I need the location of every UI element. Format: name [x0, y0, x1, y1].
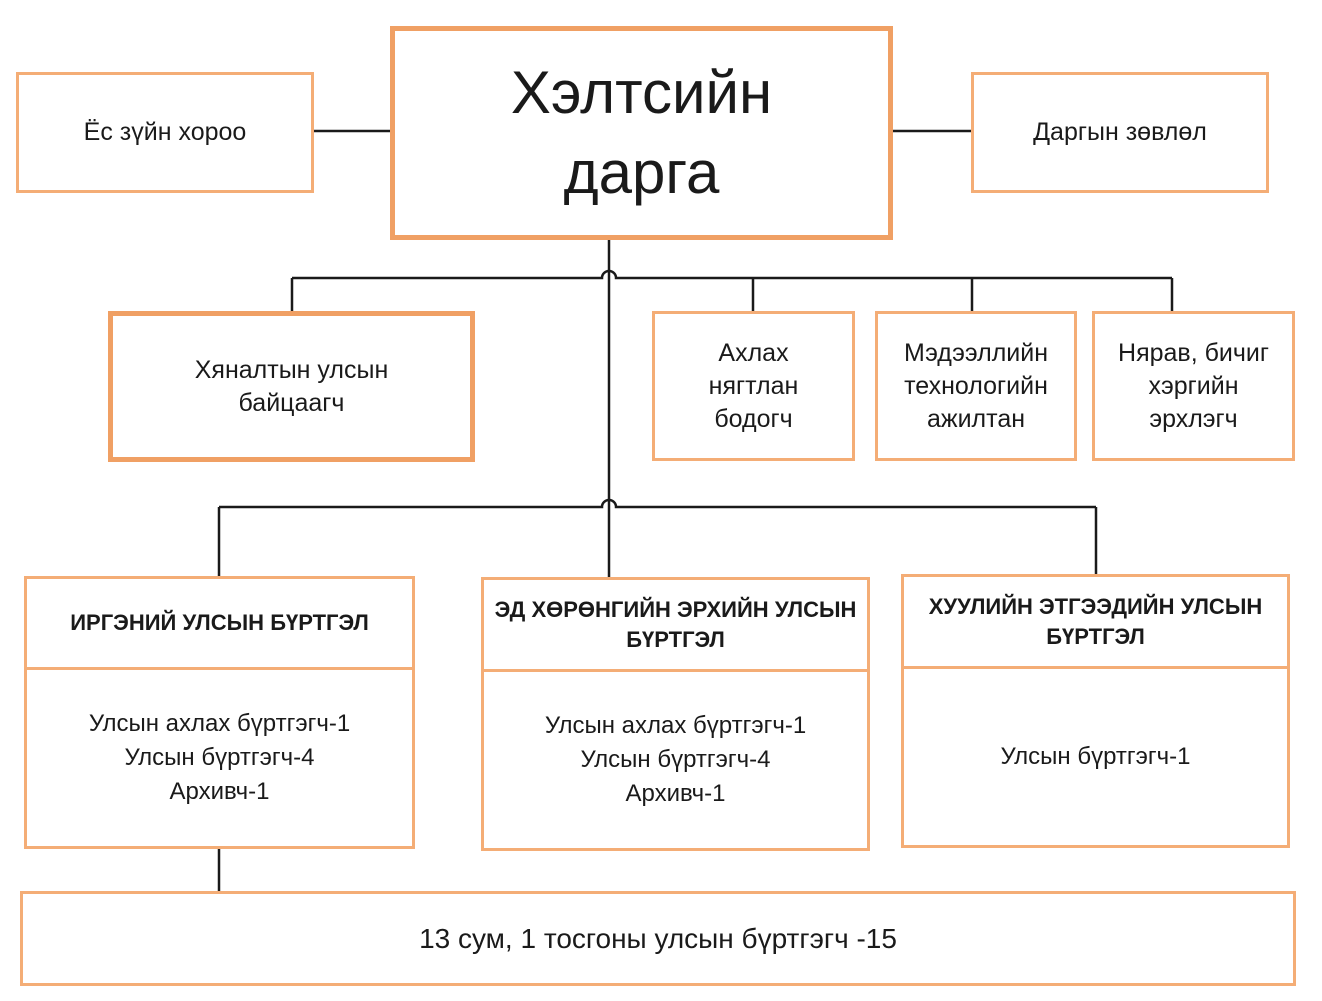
department-head-box: Хэлтсийн дарга: [390, 26, 893, 240]
property-registration-title1: ЭД ХӨРӨНГИЙН ЭРХИЙН: [494, 596, 769, 622]
connector-row2-bus: [219, 498, 1096, 509]
civil-staff-item: Улсын ахлах бүртгэгч-1: [88, 710, 351, 737]
it-staff-box: Мэдээллийн технологийн ажилтан: [875, 311, 1077, 461]
accountant-box: Ахлах нягтлан бодогч: [652, 311, 855, 461]
it-staff-line3: ажилтан: [926, 404, 1026, 433]
advisory-council-box: Даргын зөвлөл: [971, 72, 1269, 193]
legal-entity-registration-title2: УЛСЫН БҮРТГЭЛ: [1046, 593, 1263, 649]
legal-entity-registration-box: ХУУЛИЙН ЭТГЭЭДИЙН УЛСЫН БҮРТГЭЛ Улсын бү…: [901, 574, 1290, 848]
accountant-line3: бодогч: [714, 404, 793, 433]
legal-entity-staff-item: Улсын бүртгэгч-1: [1000, 743, 1191, 770]
property-registration-box: ЭД ХӨРӨНГИЙН ЭРХИЙН УЛСЫН БҮРТГЭЛ Улсын …: [481, 577, 870, 851]
legal-entity-registration-title1: ХУУЛИЙН ЭТГЭЭДИЙН: [928, 593, 1175, 619]
soum-registrars-label: 13 сум, 1 тосгоны улсын бүртгэгч -15: [419, 922, 897, 954]
advisory-council-label: Даргын зөвлөл: [1033, 118, 1207, 146]
connector-row1-bus: [292, 269, 1172, 280]
property-registration-header: ЭД ХӨРӨНГИЙН ЭРХИЙН УЛСЫН БҮРТГЭЛ: [484, 580, 867, 672]
property-registration-staff: Улсын ахлах бүртгэгч-1 Улсын бүртгэгч-4 …: [484, 672, 867, 848]
clerk-line3: эрхлэгч: [1149, 404, 1238, 433]
clerk-box: Нярав, бичиг хэргийн эрхлэгч: [1092, 311, 1295, 461]
civil-staff-item: Улсын бүртгэгч-4: [124, 744, 315, 771]
civil-staff-item: Архивч-1: [169, 778, 270, 805]
property-registration-title2: УЛСЫН БҮРТГЭЛ: [626, 596, 857, 652]
civil-registration-header: ИРГЭНИЙ УЛСЫН БҮРТГЭЛ: [27, 579, 412, 670]
accountant-line1: Ахлах: [718, 338, 789, 367]
clerk-line2: хэргийн: [1148, 371, 1239, 400]
accountant-line2: нягтлан: [708, 371, 799, 400]
property-staff-item: Архивч-1: [625, 780, 726, 807]
civil-registration-title1: ИРГЭНИЙ УЛСЫН: [70, 610, 265, 635]
civil-registration-title2: БҮРТГЭЛ: [270, 610, 369, 635]
inspector-line1: Хяналтын улсын: [194, 355, 389, 384]
civil-registration-box: ИРГЭНИЙ УЛСЫН БҮРТГЭЛ Улсын ахлах бүртгэ…: [24, 576, 415, 849]
legal-entity-registration-staff: Улсын бүртгэгч-1: [904, 669, 1287, 845]
department-head-line2: дарга: [563, 139, 720, 206]
ethics-committee-label: Ёс зүйн хороо: [83, 118, 247, 146]
department-head-line1: Хэлтсийн: [510, 59, 773, 126]
it-staff-line1: Мэдээллийн: [903, 338, 1049, 367]
it-staff-line2: технологийн: [904, 371, 1048, 400]
property-staff-item: Улсын бүртгэгч-4: [580, 746, 771, 773]
inspector-box: Хяналтын улсын байцаагч: [108, 311, 475, 462]
civil-registration-staff: Улсын ахлах бүртгэгч-1 Улсын бүртгэгч-4 …: [27, 670, 412, 846]
legal-entity-registration-header: ХУУЛИЙН ЭТГЭЭДИЙН УЛСЫН БҮРТГЭЛ: [904, 577, 1287, 669]
soum-registrars-box: 13 сум, 1 тосгоны улсын бүртгэгч -15: [20, 891, 1296, 986]
ethics-committee-box: Ёс зүйн хороо: [16, 72, 314, 193]
property-staff-item: Улсын ахлах бүртгэгч-1: [544, 712, 807, 739]
inspector-line2: байцаагч: [238, 388, 345, 417]
clerk-line1: Нярав, бичиг: [1118, 338, 1269, 367]
